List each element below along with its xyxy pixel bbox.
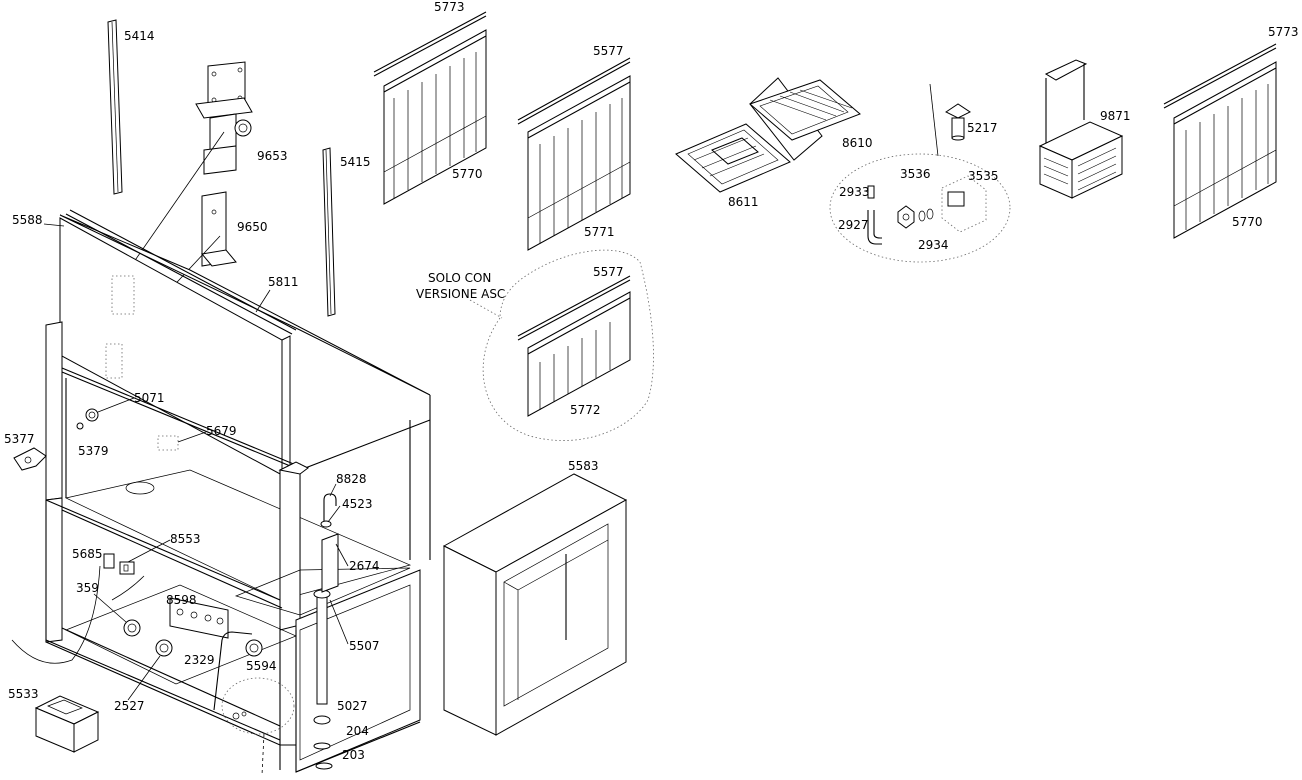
label-8828: 8828	[336, 472, 367, 486]
label-5217: 5217	[967, 121, 998, 135]
label-2934: 2934	[918, 238, 949, 252]
label-5577b: 5577	[593, 265, 624, 279]
label-5679: 5679	[206, 424, 237, 438]
label-5533: 5533	[8, 687, 39, 701]
part-9871-box	[1038, 59, 1124, 199]
part-8610-grille	[749, 77, 861, 161]
label-8553: 8553	[170, 532, 201, 546]
label-5583: 5583	[568, 459, 599, 473]
label-5770a: 5770	[452, 167, 483, 181]
label-8610: 8610	[842, 136, 873, 150]
label-9871: 9871	[1100, 109, 1131, 123]
label-8598: 8598	[166, 593, 197, 607]
label-3536: 3536	[900, 167, 931, 181]
part-5771-curtain-panel	[517, 57, 631, 251]
label-5377: 5377	[4, 432, 35, 446]
label-5588: 5588	[12, 213, 43, 227]
label-2933: 2933	[839, 185, 870, 199]
part-5770-curtain-panel	[373, 11, 487, 205]
asc-note-line1: SOLO CON	[428, 271, 491, 285]
label-2927: 2927	[838, 218, 869, 232]
part-5770-curtain-panel-right	[1163, 43, 1277, 239]
part-5414-profile	[107, 19, 123, 195]
label-9653: 9653	[257, 149, 288, 163]
label-5811: 5811	[268, 275, 299, 289]
label-8611: 8611	[728, 195, 759, 209]
part-5533-tray	[34, 695, 100, 753]
label-5771: 5771	[584, 225, 615, 239]
asc-option-outline	[482, 249, 654, 441]
label-203: 203	[342, 748, 365, 762]
label-5379: 5379	[78, 444, 109, 458]
label-5071: 5071	[134, 391, 165, 405]
label-5577a: 5577	[593, 44, 624, 58]
asc-note-line2: VERSIONE ASC	[416, 287, 505, 301]
part-5772-curtain-panel	[517, 275, 631, 417]
part-8611-grille	[675, 123, 791, 193]
label-5773b: 5773	[1268, 25, 1299, 39]
label-4523: 4523	[342, 497, 373, 511]
label-204: 204	[346, 724, 369, 738]
part-9653-bracket	[195, 61, 253, 175]
label-2674: 2674	[349, 559, 380, 573]
part-5217-tap	[945, 103, 971, 141]
label-5414: 5414	[124, 29, 155, 43]
label-5685: 5685	[72, 547, 103, 561]
tap-detail-outline	[829, 153, 1011, 263]
label-5027: 5027	[337, 699, 368, 713]
label-2329: 2329	[184, 653, 215, 667]
label-2527: 2527	[114, 699, 145, 713]
part-5377-clip	[13, 447, 47, 471]
label-5507: 5507	[349, 639, 380, 653]
label-9650: 9650	[237, 220, 268, 234]
label-359: 359	[76, 581, 99, 595]
label-5772: 5772	[570, 403, 601, 417]
cabinet-assembly	[11, 209, 431, 776]
part-9650-bracket	[201, 191, 237, 267]
label-5415: 5415	[340, 155, 371, 169]
label-5770b: 5770	[1232, 215, 1263, 229]
part-5583-frame	[442, 473, 628, 736]
label-5773a: 5773	[434, 0, 465, 14]
label-5594: 5594	[246, 659, 277, 673]
part-5415-profile	[322, 147, 336, 317]
label-3535: 3535	[968, 169, 999, 183]
